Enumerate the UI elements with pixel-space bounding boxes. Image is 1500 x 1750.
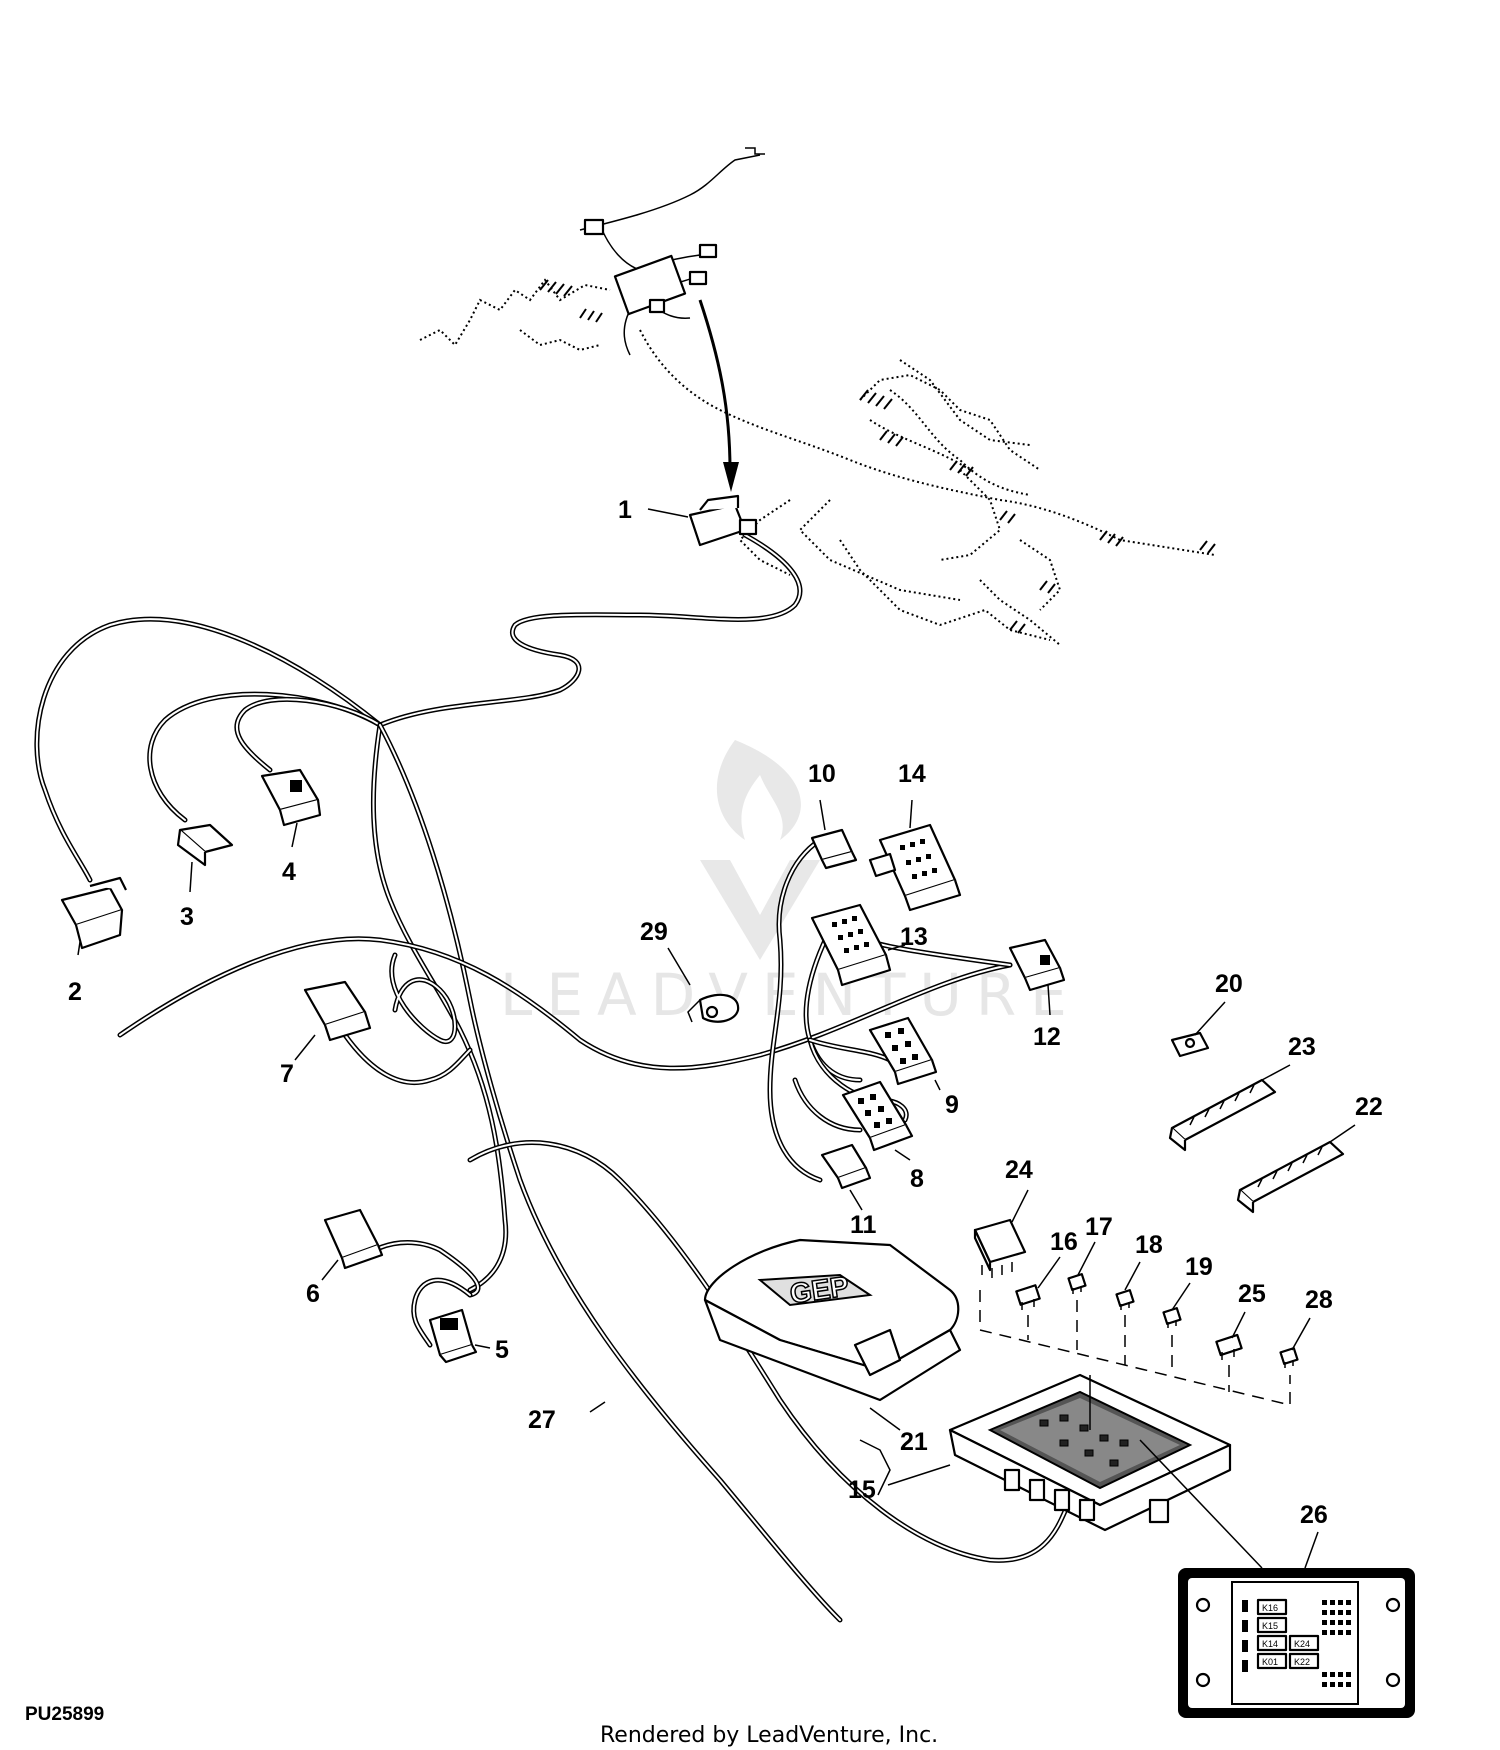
footer-text: Rendered by LeadVenture, Inc. <box>600 1723 938 1748</box>
fuse-box-cover-21: GEP <box>703 1238 962 1402</box>
bracket-23 <box>1168 1078 1277 1152</box>
fuse-16 <box>1015 1284 1041 1310</box>
fuse-25 <box>1215 1333 1243 1360</box>
callout-27: 27 <box>528 1406 556 1434</box>
callout-19: 19 <box>1185 1253 1213 1281</box>
connector-13 <box>810 903 892 987</box>
callout-24: 24 <box>1005 1156 1033 1184</box>
connector-5 <box>428 1308 478 1364</box>
callout-11: 11 <box>850 1211 877 1239</box>
callout-5: 5 <box>495 1336 509 1364</box>
connector-12 <box>1008 938 1066 992</box>
callout-labels: 1 2 3 4 5 6 7 8 9 10 11 12 13 14 15 16 1… <box>68 496 1383 1529</box>
connector-6 <box>323 1208 384 1270</box>
detail-label-k15: K15 <box>1262 1621 1278 1631</box>
callout-29: 29 <box>640 918 668 946</box>
callout-9: 9 <box>945 1091 959 1119</box>
callout-14: 14 <box>898 760 926 788</box>
fuse-17 <box>1067 1273 1087 1294</box>
connector-11 <box>820 1143 872 1190</box>
watermark-flame-logo <box>700 740 820 960</box>
callout-8: 8 <box>910 1165 924 1193</box>
fuse-28 <box>1279 1347 1299 1368</box>
callout-17: 17 <box>1085 1213 1113 1241</box>
callout-12: 12 <box>1033 1023 1061 1051</box>
clip-20 <box>1170 1031 1210 1058</box>
leader-lines <box>77 508 1356 1569</box>
watermark: LEADVENTURE <box>500 740 1081 1029</box>
callout-3: 3 <box>180 903 194 931</box>
callout-10: 10 <box>808 760 836 788</box>
callout-28: 28 <box>1305 1286 1333 1314</box>
figure-id: PU25899 <box>25 1704 104 1725</box>
callout-15: 15 <box>848 1476 876 1504</box>
connector-10 <box>810 828 858 870</box>
callout-21: 21 <box>900 1428 928 1456</box>
callout-18: 18 <box>1135 1231 1163 1259</box>
connector-14 <box>868 823 962 912</box>
callout-26: 26 <box>1300 1501 1328 1529</box>
connector-9 <box>868 1016 938 1086</box>
detail-label-k14: K14 <box>1262 1639 1278 1649</box>
callout-22: 22 <box>1355 1093 1383 1121</box>
connector-8 <box>841 1080 914 1152</box>
main-harness-overview <box>419 147 1216 646</box>
callout-20: 20 <box>1215 970 1243 998</box>
clip-29 <box>687 993 740 1023</box>
connector-4 <box>260 768 322 827</box>
module-lid-logo: GEP <box>788 1270 851 1309</box>
fuse-box-base-15 <box>948 1373 1232 1532</box>
detail-label-k01: K01 <box>1262 1657 1278 1667</box>
detail-label-k22: K22 <box>1294 1657 1310 1667</box>
callout-23: 23 <box>1288 1033 1316 1061</box>
fuse-box-detail-26: K16 K15 K14 K24 K01 K22 <box>1139 1439 1415 1718</box>
callout-6: 6 <box>306 1280 320 1308</box>
detail-label-k16: K16 <box>1262 1603 1278 1613</box>
fuse-18 <box>1115 1289 1135 1310</box>
fuse-install-lines <box>979 1290 1291 1406</box>
fuse-19 <box>1162 1307 1182 1328</box>
callout-2: 2 <box>68 978 82 1006</box>
relay-24 <box>973 1218 1027 1278</box>
watermark-text: LEADVENTURE <box>500 961 1081 1029</box>
connector-3 <box>176 823 234 867</box>
detail-label-k24: K24 <box>1294 1639 1310 1649</box>
bracket-22 <box>1236 1140 1345 1214</box>
callout-1: 1 <box>618 496 632 524</box>
connector-1 <box>688 494 758 547</box>
connector-2 <box>60 876 127 950</box>
harness-wires <box>34 532 1073 1623</box>
callout-7: 7 <box>280 1060 294 1088</box>
connector-7 <box>303 980 372 1042</box>
callout-4: 4 <box>282 858 296 886</box>
callout-13: 13 <box>900 923 928 951</box>
callout-25: 25 <box>1238 1280 1266 1308</box>
fuses <box>1015 1273 1299 1368</box>
callout-16: 16 <box>1050 1228 1078 1256</box>
